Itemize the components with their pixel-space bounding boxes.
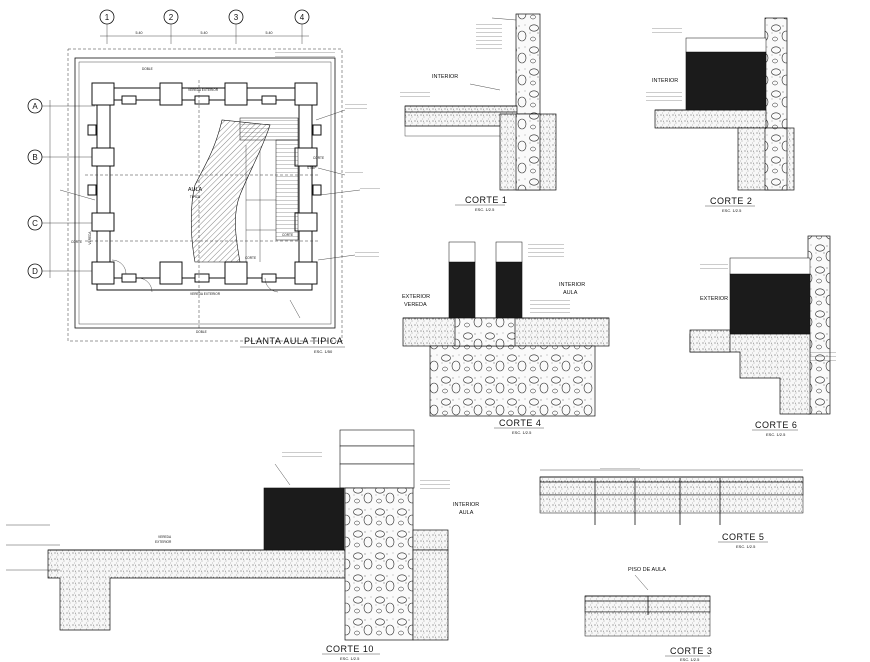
- corte-4-title: CORTE 4: [499, 418, 541, 428]
- corte-5-scale: ESC. 1/2.5: [736, 544, 756, 549]
- corte-6-scale: ESC. 1/2.5: [766, 432, 786, 437]
- corte-3-title: CORTE 3: [670, 646, 712, 656]
- corte-1-scale: ESC. 1/2.5: [475, 207, 495, 212]
- corte-4-scale: ESC. 1/2.5: [512, 430, 532, 435]
- corte-1-title: CORTE 1: [465, 195, 507, 205]
- plan-scale: ESC. 1/50: [314, 349, 333, 354]
- dim-3: 5.40: [266, 31, 273, 35]
- plan-title: PLANTA AULA TIPICA: [244, 336, 343, 346]
- axis-numbers: 1 2 3 4 5.40 5.40 5.40: [99, 9, 310, 44]
- corte-3-label: PISO DE AULA: [628, 567, 666, 573]
- vereda-bottom-label: VEREDA EXTERIOR: [190, 292, 221, 296]
- axis-1: 1: [105, 13, 110, 22]
- corte-5: CORTE 5 ESC. 1/2.5: [539, 466, 804, 549]
- corte-1-label: INTERIOR: [432, 74, 458, 80]
- corte-4-int-1: INTERIOR: [559, 282, 585, 288]
- doble-top-label: DOBLE: [142, 67, 153, 71]
- corte-2: INTERIOR CORTE 2 ESC. 1/2.5: [646, 17, 795, 213]
- corte-5-title: CORTE 5: [722, 532, 764, 542]
- axis-3: 3: [234, 13, 239, 22]
- vereda-top-label: VEREDA EXTERIOR: [188, 88, 219, 92]
- corte-4-ext-2: VEREDA: [404, 302, 427, 308]
- corte-1: INTERIOR CORTE 1 ESC. 1/2.5: [400, 13, 557, 212]
- corte-2-title: CORTE 2: [710, 196, 752, 206]
- axis-4: 4: [300, 13, 305, 22]
- floor-plan: 1 2 3 4 5.40 5.40 5.40 A B C D: [27, 9, 380, 354]
- corte-10-ext-1: VEREDA: [158, 535, 172, 539]
- corte-10-int-2: AULA: [459, 510, 474, 516]
- corte-10: VEREDA EXTERIOR INTERIOR AULA CORTE 10 E…: [6, 429, 479, 661]
- corte-4-ext-1: EXTERIOR: [402, 294, 430, 300]
- axis-letters: A B C D: [27, 98, 95, 279]
- room-label: AULA: [188, 187, 203, 193]
- corte-10-int-1: INTERIOR: [453, 502, 479, 508]
- floor-cutaway: [190, 119, 271, 263]
- corte-right-label: CORTE: [282, 233, 293, 237]
- corte-10-scale: ESC. 1/2.5: [340, 656, 360, 661]
- corte-10-title: CORTE 10: [326, 644, 374, 654]
- strip-label: STRIP: [307, 166, 316, 170]
- corte-6: EXTERIOR CORTE 6 ESC. 1/2.5: [689, 235, 836, 437]
- corte-left-label: CORTE: [71, 240, 82, 244]
- axis-d: D: [32, 267, 38, 276]
- corte-2-label: INTERIOR: [652, 78, 678, 84]
- corte-right2-label: CORTE: [313, 156, 324, 160]
- axis-b: B: [32, 153, 37, 162]
- corte-6-label: EXTERIOR: [700, 296, 728, 302]
- vereda-left-label: VEREDA: [88, 231, 92, 245]
- corte-4-int-2: AULA: [563, 290, 578, 296]
- corte-10-ext-2: EXTERIOR: [155, 540, 172, 544]
- axis-a: A: [32, 102, 38, 111]
- room-label-2: TIPICA: [190, 195, 201, 199]
- corte-3: PISO DE AULA CORTE 3 ESC. 1/2.5: [584, 567, 712, 662]
- dim-1: 5.40: [136, 31, 143, 35]
- dim-2: 5.40: [201, 31, 208, 35]
- corte-2-scale: ESC. 1/2.5: [722, 208, 742, 213]
- axis-2: 2: [169, 13, 174, 22]
- corte-bottom-label: CORTE: [245, 256, 256, 260]
- corte-3-scale: ESC. 1/2.5: [680, 657, 700, 662]
- corte-4: EXTERIOR VEREDA INTERIOR AULA CORTE 4 ES…: [402, 241, 610, 435]
- columns: [87, 82, 322, 285]
- axis-c: C: [32, 219, 38, 228]
- site-boundary: [67, 48, 343, 342]
- doble-bottom-label: DOBLE: [196, 330, 207, 334]
- corte-6-title: CORTE 6: [755, 420, 797, 430]
